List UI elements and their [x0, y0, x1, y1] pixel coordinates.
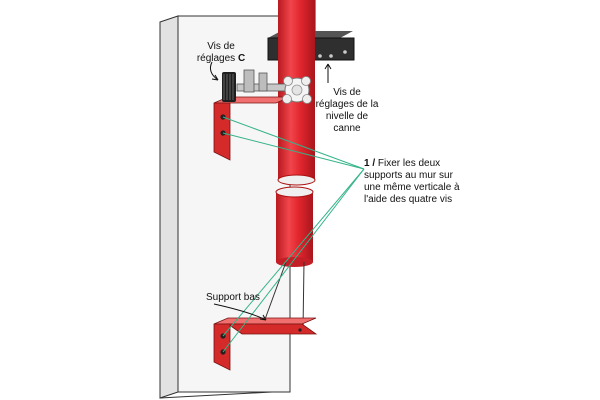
adjust-screws-arrow: [210, 61, 219, 81]
bottom-support-text: Support bas: [206, 292, 260, 303]
plumb-point: [298, 328, 302, 332]
step-line4: l'aide des quatre vis: [364, 194, 453, 205]
label-arrows: [210, 61, 332, 321]
step-number: 1 /: [364, 158, 376, 169]
adjust-screws-line1: Vis de: [207, 41, 235, 52]
step-line1: Fixer les deux: [377, 158, 441, 169]
bottom-support-label: Support bas: [206, 292, 260, 304]
wall: [159, 15, 291, 399]
adjust-screws-label: Vis de réglages C: [196, 41, 246, 65]
rod-level-line2: réglages de la: [315, 99, 379, 110]
screw-guide-lines: [222, 116, 365, 353]
bottom-support-arrow: [213, 303, 267, 321]
step-instruction: 1 / Fixer les deux supports au mur sur u…: [364, 158, 494, 206]
step-line2: supports au mur sur: [364, 170, 453, 181]
rod-level-line1: Vis de: [333, 87, 361, 98]
rod-lower: [275, 186, 314, 267]
rod-level-line4: canne: [333, 123, 361, 134]
rod-level-line3: nivelle de: [325, 111, 369, 122]
adjust-screws-letter: C: [237, 53, 246, 64]
rod-level-label: Vis de réglages de la nivelle de canne: [312, 87, 382, 135]
rod-level-knob: [282, 76, 312, 104]
plumb-line-left: [263, 261, 287, 323]
lower-bracket: [213, 317, 318, 371]
step-line3: une même verticale à: [364, 182, 460, 193]
adjustment-screw-assembly: [222, 69, 290, 102]
adjust-screws-line2: réglages: [196, 53, 236, 64]
